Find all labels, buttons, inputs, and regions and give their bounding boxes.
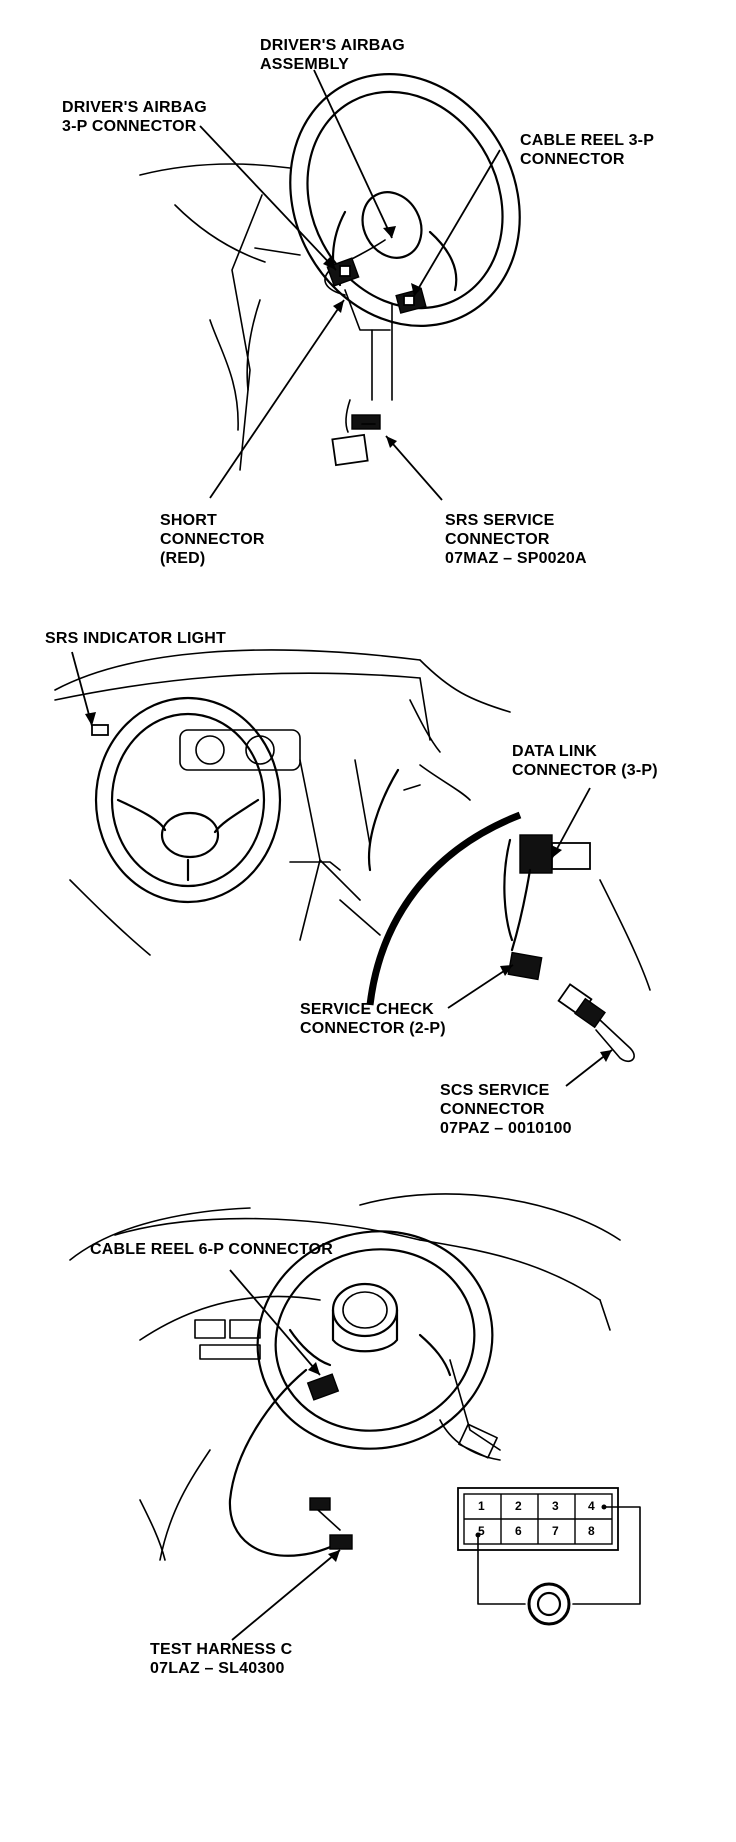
label-airbag-connector: DRIVER'S AIRBAG 3-P CONNECTOR xyxy=(62,99,207,135)
label-cable-reel-3p: CABLE REEL 3-P CONNECTOR xyxy=(520,132,655,168)
pin-6: 6 xyxy=(515,1524,522,1538)
label-short-connector: SHORT CONNECTOR (RED) xyxy=(160,512,265,567)
label-test-harness: TEST HARNESS C 07LAZ – SL40300 xyxy=(150,1641,293,1677)
pin-5: 5 xyxy=(478,1524,485,1538)
pin-2: 2 xyxy=(515,1499,522,1513)
label-airbag-assembly: DRIVER'S AIRBAG ASSEMBLY xyxy=(260,37,405,73)
label-cable-reel-6p: CABLE REEL 6-P CONNECTOR xyxy=(90,1241,334,1258)
label-data-link: DATA LINK CONNECTOR (3-P) xyxy=(512,743,658,779)
pin-4: 4 xyxy=(588,1499,595,1513)
label-srs-indicator: SRS INDICATOR LIGHT xyxy=(45,630,226,647)
label-scs-service: SCS SERVICE CONNECTOR 07PAZ – 0010100 xyxy=(440,1082,572,1137)
pin-7: 7 xyxy=(552,1524,559,1538)
pin-8: 8 xyxy=(588,1524,595,1538)
panel-dashboard xyxy=(54,649,651,1087)
pin-1: 1 xyxy=(478,1499,485,1513)
label-service-check: SERVICE CHECK CONNECTOR (2-P) xyxy=(300,1001,446,1037)
panel-test-harness xyxy=(69,1193,641,1641)
label-srs-service: SRS SERVICE CONNECTOR 07MAZ – SP0020A xyxy=(445,512,587,567)
pin-3: 3 xyxy=(552,1499,559,1513)
panel-airbag-wheel xyxy=(139,69,521,501)
